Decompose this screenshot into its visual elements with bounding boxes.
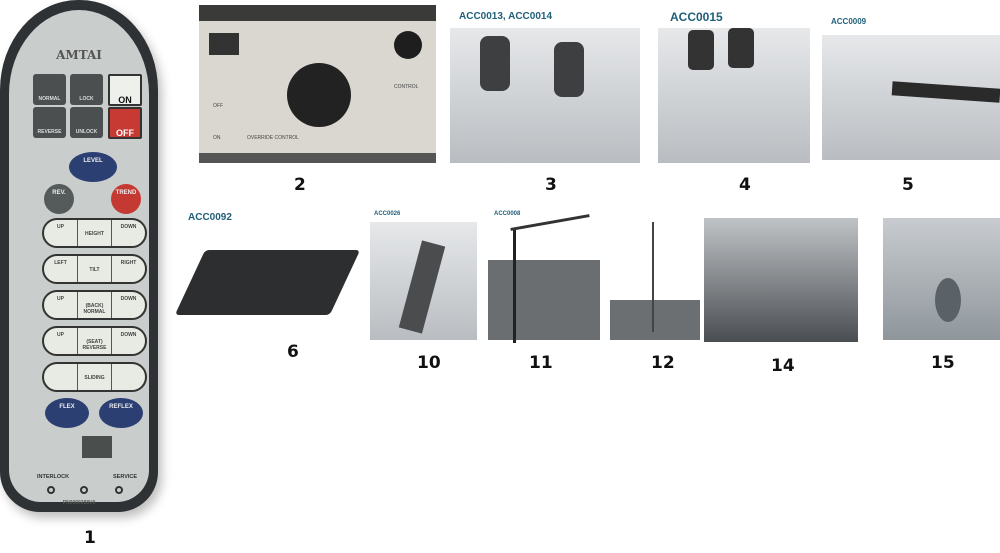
tilt-control-row[interactable]: LEFT TILT RIGHT xyxy=(42,254,147,284)
accessory-code: ACC0026 xyxy=(374,211,401,217)
back-up-button[interactable]: UP xyxy=(57,296,64,302)
battery-indicator-icon xyxy=(82,436,112,458)
reflex-button[interactable]: REFLEX xyxy=(99,398,143,428)
item-number: 5 xyxy=(902,175,914,195)
item-number: 11 xyxy=(529,353,553,373)
seat-label: (SEAT) REVERSE xyxy=(77,328,112,354)
power-led xyxy=(80,486,88,494)
seat-up-button[interactable]: UP xyxy=(57,332,64,338)
hand-control-remote: AMTAI NORMAL LOCK ON REVERSE UNLOCK OFF … xyxy=(0,0,158,512)
accessory-code: ACC0092 xyxy=(188,212,232,223)
head-rest-accessory-photo xyxy=(450,28,640,163)
tilt-label: TILT xyxy=(77,256,112,282)
service-label: SERVICE xyxy=(113,474,138,480)
table-base-clamp-photo xyxy=(704,218,858,342)
slide-foot-button[interactable] xyxy=(112,364,145,390)
interlock-label: INTERLOCK xyxy=(37,474,70,480)
anesthesia-screen-accessory-photo xyxy=(488,260,600,340)
item-number: 4 xyxy=(739,175,751,195)
accessory-code: ACC0013, ACC0014 xyxy=(459,11,553,22)
item-number: 10 xyxy=(417,353,441,373)
back-label: (BACK) NORMAL xyxy=(77,292,112,318)
item-number: 1 xyxy=(84,528,96,548)
height-control-row[interactable]: UP HEIGHT DOWN xyxy=(42,218,147,248)
unlock-button[interactable]: UNLOCK xyxy=(70,107,103,138)
accessory-code: ACC0008 xyxy=(494,211,521,217)
rev-button[interactable]: REV. xyxy=(44,184,74,214)
accessory-code: ACC0009 xyxy=(831,17,867,26)
normal-button[interactable]: NORMAL xyxy=(33,74,66,105)
back-down-button[interactable]: DOWN xyxy=(120,296,137,302)
seat-down-button[interactable]: DOWN xyxy=(120,332,137,338)
height-up-button[interactable]: UP xyxy=(57,224,64,230)
interlock-led xyxy=(47,486,55,494)
brand-logo: AMTAI xyxy=(56,48,102,62)
override-control-panel-photo: OFF ON OVERRIDE CONTROL CONTROL xyxy=(199,5,436,163)
reverse-button[interactable]: REVERSE xyxy=(33,107,66,138)
body-strap-accessory-photo xyxy=(370,222,477,340)
off-button[interactable]: OFF xyxy=(108,107,142,139)
tilt-left-button[interactable]: LEFT xyxy=(54,260,67,266)
flex-button[interactable]: FLEX xyxy=(45,398,89,428)
override-control-label: OVERRIDE CONTROL xyxy=(247,135,299,141)
sliding-label: SLIDING xyxy=(77,364,112,390)
service-led xyxy=(115,486,123,494)
level-button[interactable]: LEVEL xyxy=(69,152,117,182)
rail-clamp-photo xyxy=(883,218,1000,340)
item-number: 14 xyxy=(771,356,795,376)
slide-head-button[interactable] xyxy=(44,364,77,390)
power-socket xyxy=(209,33,239,55)
trend-button[interactable]: TREND xyxy=(111,184,141,214)
lock-button[interactable]: LOCK xyxy=(70,74,103,105)
on-label: ON xyxy=(213,135,221,141)
tilt-right-button[interactable]: RIGHT xyxy=(120,260,137,266)
remote-face: AMTAI NORMAL LOCK ON REVERSE UNLOCK OFF … xyxy=(9,10,149,506)
item-number: 3 xyxy=(545,175,557,195)
item-number: 15 xyxy=(931,353,955,373)
mattress-pad-accessory-photo xyxy=(174,250,361,315)
arm-board-accessory-photo xyxy=(822,35,1000,160)
item-number: 2 xyxy=(294,175,306,195)
on-button[interactable]: ON xyxy=(108,74,142,106)
iv-pole-accessory-photo xyxy=(610,300,700,340)
height-label: HEIGHT xyxy=(77,220,112,246)
control-connector xyxy=(394,31,422,59)
accessory-code: ACC0015 xyxy=(670,10,723,24)
sliding-control-row[interactable]: SLIDING xyxy=(42,362,147,392)
item-number: 12 xyxy=(651,353,675,373)
support-accessory-photo xyxy=(658,28,810,163)
control-label: CONTROL xyxy=(394,84,419,90)
height-down-button[interactable]: DOWN xyxy=(120,224,137,230)
item-number: 6 xyxy=(287,342,299,362)
seat-control-row[interactable]: UP (SEAT) REVERSE DOWN xyxy=(42,326,147,356)
back-control-row[interactable]: UP (BACK) NORMAL DOWN xyxy=(42,290,147,320)
off-label: OFF xyxy=(213,103,223,109)
control-dial xyxy=(287,63,351,127)
part-number: PN0000288V0 xyxy=(62,500,96,506)
